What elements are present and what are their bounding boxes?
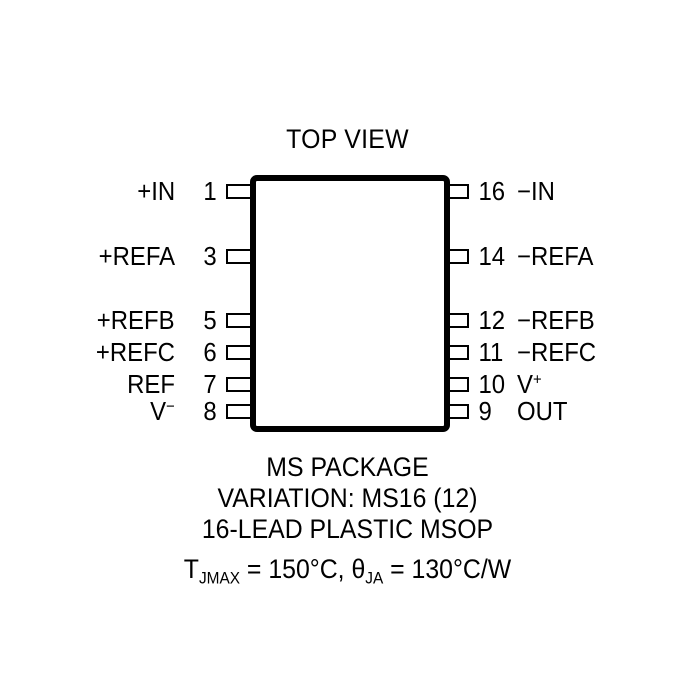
pin-number-8: 8	[203, 396, 217, 426]
pin-row-10: 10 V+	[477, 369, 695, 399]
pin-row-7: REF 7	[0, 369, 218, 399]
package-body-outline	[250, 175, 450, 432]
pin-number-9: 9	[478, 396, 492, 426]
caption-thermal-spec: TJMAX = 150°C, θJA = 130°C/W	[183, 554, 512, 588]
pin-row-14: 14 −REFA	[477, 241, 695, 271]
pin-row-1: +IN 1	[0, 176, 218, 206]
pin-row-5: +REFB 5	[0, 305, 218, 335]
caption-package-name: MS PACKAGE	[266, 452, 429, 482]
pin-signal-name-12: −REFB	[517, 305, 595, 335]
pin-lead-5	[226, 313, 252, 328]
pin-signal-name-7: REF	[127, 369, 175, 399]
pin-signal-name-3: +REFA	[98, 241, 175, 271]
pin-signal-name-11: −REFC	[517, 337, 597, 367]
pin-lead-8	[226, 404, 252, 419]
pin-signal-name-9: OUT	[517, 396, 568, 426]
pin-lead-6	[226, 345, 252, 360]
pin-row-8: V− 8	[0, 396, 218, 426]
pin-signal-name-8: V−	[150, 396, 175, 426]
pin-row-16: 16 −IN	[477, 176, 695, 206]
pin-number-14: 14	[478, 241, 506, 271]
pin-lead-7	[226, 377, 252, 392]
pin-number-1: 1	[203, 176, 217, 206]
caption-block: MS PACKAGE VARIATION: MS16 (12) 16-LEAD …	[0, 452, 695, 588]
pin-number-7: 7	[203, 369, 217, 399]
pin-lead-3	[226, 249, 252, 264]
pin-signal-name-5: +REFB	[97, 305, 175, 335]
pin-number-10: 10	[478, 369, 506, 399]
pin-number-3: 3	[203, 241, 217, 271]
pin-number-16: 16	[478, 176, 506, 206]
pin-number-11: 11	[478, 337, 504, 367]
page-title: TOP VIEW	[286, 124, 409, 154]
pin-signal-name-6: +REFC	[95, 337, 175, 367]
pin-lead-1	[226, 184, 252, 199]
caption-lead-description: 16-LEAD PLASTIC MSOP	[201, 514, 494, 544]
pin-row-6: +REFC 6	[0, 337, 218, 367]
pin-signal-name-16: −IN	[517, 176, 555, 206]
caption-variation: VARIATION: MS16 (12)	[217, 483, 478, 513]
pin-signal-name-14: −REFA	[517, 241, 594, 271]
pin-row-11: 11 −REFC	[477, 337, 695, 367]
pin-number-5: 5	[203, 305, 217, 335]
pin-signal-name-1: +IN	[137, 176, 175, 206]
pin-row-9: 9 OUT	[477, 396, 695, 426]
pin-row-3: +REFA 3	[0, 241, 218, 271]
pin-row-12: 12 −REFB	[477, 305, 695, 335]
pin-signal-name-10: V+	[517, 369, 542, 399]
pin-number-6: 6	[203, 337, 217, 367]
pin-number-12: 12	[478, 305, 506, 335]
